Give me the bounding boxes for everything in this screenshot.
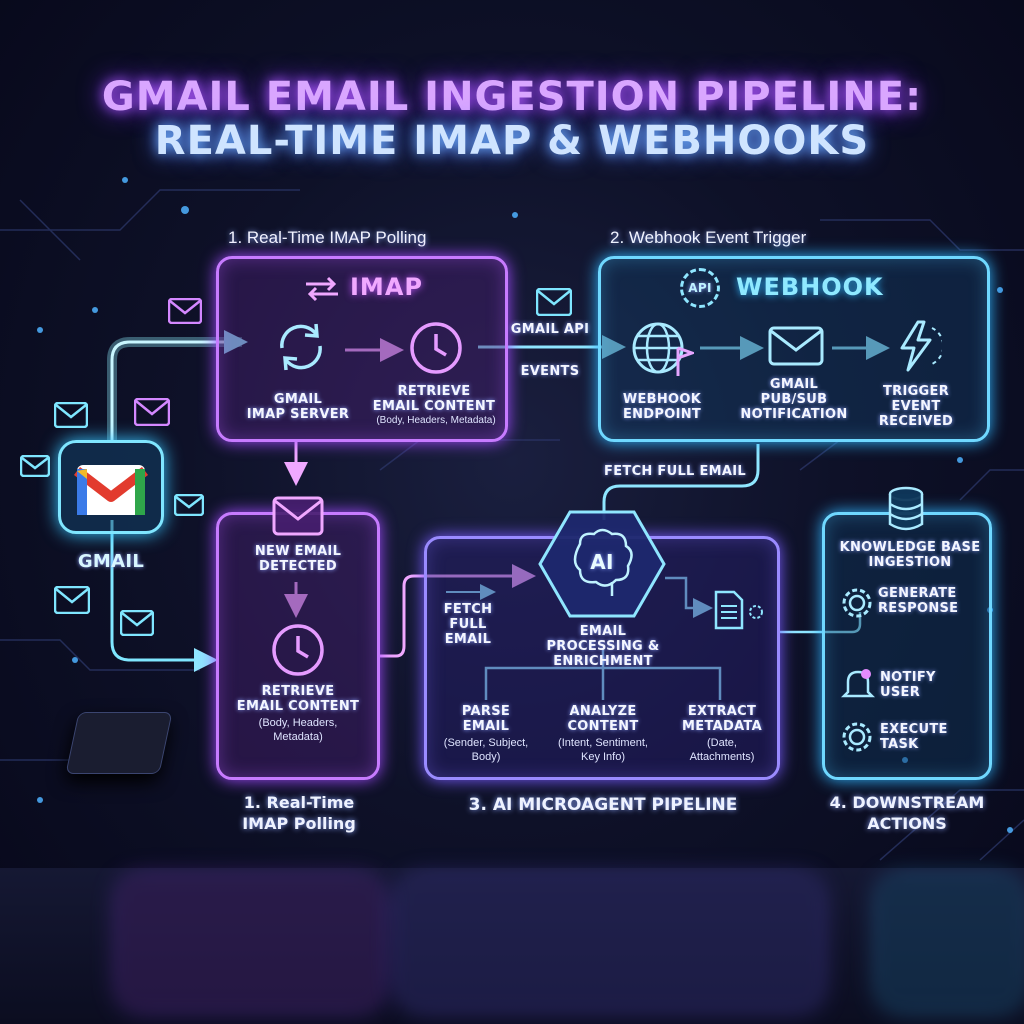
ai-badge: AI	[590, 550, 614, 574]
envelope-icon	[536, 288, 572, 316]
polling-retrieve-label: RETRIEVE EMAIL CONTENT	[236, 684, 360, 714]
new-email-detected-label: NEW EMAIL DETECTED	[254, 544, 342, 574]
polling-retrieve-sub: (Body, Headers, Metadata)	[258, 717, 338, 743]
analyze-content-sub: (Intent, Sentiment, Key Info)	[558, 737, 648, 763]
fetch-full-email-label: FETCH FULL EMAIL	[604, 464, 746, 479]
gmail-logo-icon	[73, 465, 149, 515]
imap-retrieve-sub: (Body, Headers, Metadata)	[376, 415, 496, 426]
section-label-polling: 1. Real-Time IMAP Polling	[242, 793, 356, 833]
api-gear-icon	[680, 268, 720, 308]
imap-server-label: GMAIL IMAP SERVER	[246, 392, 350, 422]
gear-icon	[842, 588, 872, 618]
trigger-label: TRIGGER EVENT RECEIVED	[878, 384, 954, 429]
extract-metadata-label: EXTRACT METADATA	[682, 704, 762, 734]
pubsub-label: GMAIL PUB/SUB NOTIFICATION	[740, 377, 848, 422]
section-label-downstream: 4. DOWNSTREAM ACTIONS	[829, 793, 985, 833]
section-label-ai: 3. AI MICROAGENT PIPELINE	[468, 795, 738, 815]
connectors	[107, 330, 890, 700]
document-icon	[714, 590, 763, 630]
bell-icon	[840, 669, 876, 698]
reflection-band	[0, 868, 1024, 1024]
envelope-icon	[174, 494, 204, 516]
globe-icon	[632, 322, 694, 376]
section-label-webhook: 2. Webhook Event Trigger	[610, 228, 807, 247]
parse-email-sub: (Sender, Subject, Body)	[443, 737, 529, 763]
notify-user-label: NOTIFY USER	[880, 670, 936, 700]
gear-icon	[842, 722, 872, 752]
generate-response-label: GENERATE RESPONSE	[878, 586, 959, 616]
chip-decoration	[65, 712, 173, 774]
sync-icon	[280, 323, 322, 371]
envelope-icon	[768, 326, 824, 366]
connector-events: EVENTS	[520, 364, 580, 379]
database-icon	[888, 486, 924, 531]
envelope-icon	[272, 496, 324, 536]
connector-gmail-api: GMAIL API	[510, 322, 590, 337]
envelope-icon	[54, 586, 90, 614]
ghost-panel	[880, 878, 1020, 1008]
title-line-1: GMAIL EMAIL INGESTION PIPELINE:	[101, 74, 923, 120]
parse-email-label: PARSE EMAIL	[461, 704, 511, 734]
imap-retrieve-label: RETRIEVE EMAIL CONTENT	[372, 384, 496, 414]
analyze-content-label: ANALYZE CONTENT	[567, 704, 639, 734]
section-label-imap: 1. Real-Time IMAP Polling	[228, 228, 427, 247]
api-badge: API	[688, 281, 712, 295]
extract-metadata-sub: (Date, Attachments)	[689, 737, 755, 763]
ai-brain-icon	[538, 510, 666, 618]
title-line-2: REAL-TIME IMAP & WEBHOOKS	[154, 118, 870, 164]
gmail-tile	[58, 440, 164, 534]
envelope-icon	[168, 298, 202, 324]
execute-task-label: EXECUTE TASK	[880, 722, 948, 752]
imap-header: IMAP	[350, 273, 423, 301]
envelope-icon	[54, 402, 88, 428]
clock-icon	[272, 624, 324, 676]
webhook-header: WEBHOOK	[736, 273, 884, 301]
ai-processing-label: EMAIL PROCESSING & ENRICHMENT	[546, 624, 660, 669]
webhook-endpoint-label: WEBHOOK ENDPOINT	[622, 392, 702, 422]
gmail-label: GMAIL	[77, 551, 145, 572]
lightning-icon	[900, 320, 942, 372]
ghost-panel	[400, 878, 820, 1008]
kb-ingestion-label: KNOWLEDGE BASE INGESTION	[839, 540, 981, 570]
ghost-panel	[120, 878, 380, 1008]
ai-fetch-label: FETCH FULL EMAIL	[443, 602, 493, 647]
swap-arrows-icon	[306, 276, 338, 302]
envelope-icon	[120, 610, 154, 636]
envelope-icon	[20, 455, 50, 477]
clock-icon	[410, 322, 462, 374]
envelope-icon	[134, 398, 170, 426]
